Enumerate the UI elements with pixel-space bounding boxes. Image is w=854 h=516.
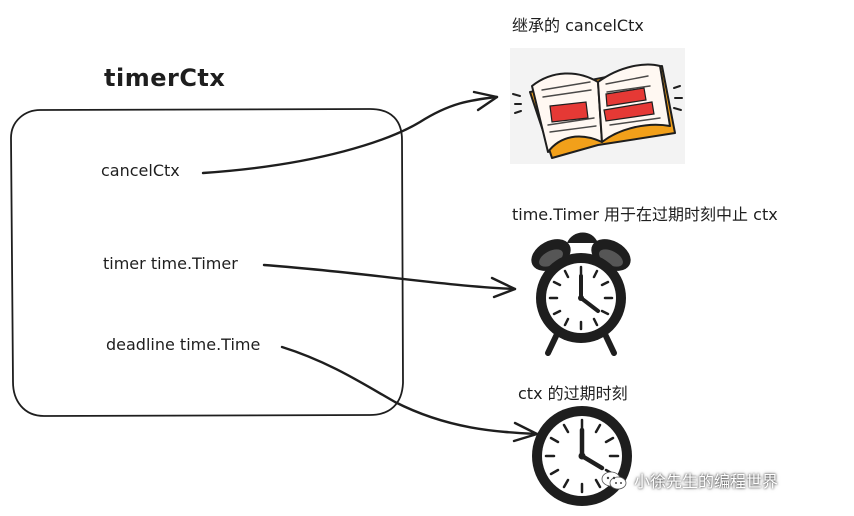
watermark: 小徐先生的编程世界: [600, 468, 778, 492]
struct-title: timerCtx: [104, 64, 226, 92]
field-timer: timer time.Timer: [103, 254, 238, 273]
annotation-deadline: ctx 的过期时刻: [518, 384, 628, 403]
field-deadline: deadline time.Time: [106, 335, 261, 354]
annotation-cancelctx: 继承的 cancelCtx: [512, 16, 644, 35]
field-cancelctx: cancelCtx: [101, 161, 180, 180]
wechat-icon: [601, 471, 627, 490]
struct-box: [10, 108, 404, 417]
arrow-cancelctx: [201, 95, 499, 175]
book-icon: [510, 48, 685, 164]
arrow-cancelctx-head: [472, 90, 499, 112]
arrow-deadline-head: [512, 421, 539, 443]
arrow-timer-head: [490, 276, 517, 299]
alarm-clock-icon: [531, 232, 631, 356]
arrow-deadline: [280, 345, 539, 436]
arrow-timer: [262, 263, 517, 291]
annotation-timer: time.Timer 用于在过期时刻中止 ctx: [512, 205, 778, 224]
watermark-text: 小徐先生的编程世界: [634, 472, 779, 491]
